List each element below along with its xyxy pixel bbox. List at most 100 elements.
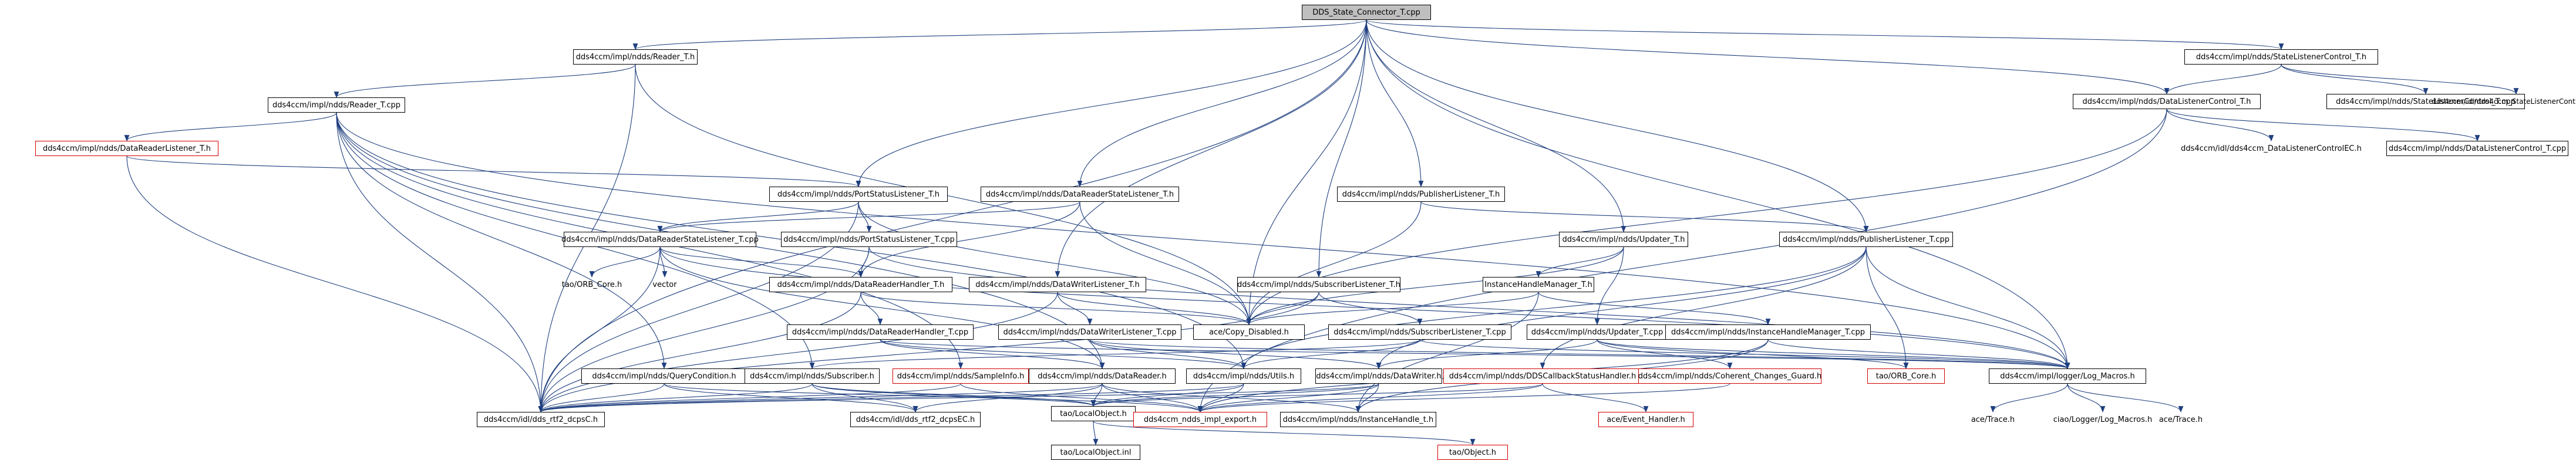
dependency-edge <box>880 339 2070 370</box>
graph-node-query-condition-header[interactable]: dds4ccm/impl/ndds/QueryCondition.h <box>581 368 747 384</box>
dependency-edge <box>1197 383 1379 413</box>
dependency-edge <box>1767 339 2070 370</box>
dependency-edge <box>1366 19 2284 50</box>
dependency-edge <box>1540 246 1867 370</box>
dependency-edge <box>1597 339 1733 370</box>
dependency-edge <box>336 112 2070 370</box>
dependency-edge <box>538 383 961 413</box>
dependency-edge <box>126 155 544 413</box>
graph-node-publisher-listener-header[interactable]: dds4ccm/impl/ndds/PublisherListener_T.h <box>1337 187 1505 202</box>
dependency-edge <box>1197 383 1730 413</box>
graph-node-publisher-listener-source[interactable]: dds4ccm/impl/ndds/PublisherListener_T.cp… <box>1779 232 1953 247</box>
graph-node-tao-local-object-header[interactable]: tao/LocalObject.h <box>1051 406 1136 421</box>
graph-node-subscriber-listener-source[interactable]: dds4ccm/impl/ndds/SubscriberListener_T.c… <box>1328 324 1511 340</box>
graph-node-utils-header[interactable]: dds4ccm/impl/ndds/Utils.h <box>1186 368 1301 384</box>
graph-node-data-reader-handler-header[interactable]: dds4ccm/impl/ndds/DataReaderHandler_T.h <box>769 277 952 292</box>
dependency-edge <box>1594 246 1624 326</box>
dependency-edge <box>1246 246 1624 326</box>
graph-node-updater-t-header[interactable]: dds4ccm/impl/ndds/Updater_T.h <box>1559 232 1688 247</box>
dependency-edge <box>1093 421 1476 446</box>
graph-node-instance-handle-t[interactable]: dds4ccm/impl/ndds/InstanceHandle_t.h <box>1280 412 1436 427</box>
graph-node-tao-local-object-inl[interactable]: tao/LocalObject.inl <box>1051 445 1140 460</box>
graph-node-state-listener-control-source[interactable]: dds4ccm/impl/ndds/StateListenerControl_T… <box>2326 94 2525 109</box>
dependency-edge <box>538 19 1367 413</box>
graph-node-subscriber-listener-header[interactable]: dds4ccm/impl/ndds/SubscriberListener_T.h <box>1237 277 1400 292</box>
graph-node-ace-trace-a[interactable]: ace/Trace.h <box>1971 415 2015 424</box>
graph-node-ciao-logger-log-macros[interactable]: ciao/Logger/Log_Macros.h <box>2053 415 2153 424</box>
dependency-edge <box>1055 19 1367 278</box>
graph-node-instance-handle-manager-source[interactable]: dds4ccm/impl/ndds/InstanceHandleManager_… <box>1665 324 1871 340</box>
dependency-edge <box>1077 19 1367 188</box>
graph-node-data-reader-header[interactable]: dds4ccm/impl/ndds/DataReader.h <box>1029 368 1176 384</box>
dependency-edge <box>856 19 1367 188</box>
graph-node-reader-t-source[interactable]: dds4ccm/impl/ndds/Reader_T.cpp <box>268 97 405 113</box>
graph-node-ace-trace-b[interactable]: ace/Trace.h <box>2159 415 2203 424</box>
graph-node-data-reader-state-listener-source[interactable]: dds4ccm/impl/ndds/DataReaderStateListene… <box>561 232 759 247</box>
graph-node-tao-orb-core-a[interactable]: tao/ORB_Core.h <box>561 280 622 289</box>
graph-node-dds-rtf2-dcpsc[interactable]: dds4ccm/idl/dds_rtf2_dcpsC.h <box>477 412 605 427</box>
dependency-edge <box>2166 109 2480 142</box>
graph-node-port-status-listener-header[interactable]: dds4ccm/impl/ndds/PortStatusListener_T.h <box>769 187 948 202</box>
dependency-edge <box>1538 292 1771 326</box>
dependency-edge <box>538 292 1319 413</box>
dependency-edge <box>880 339 1247 370</box>
graph-node-root-source-file[interactable]: DDS_State_Connector_T.cpp <box>1302 5 1431 20</box>
graph-node-data-reader-handler-source[interactable]: dds4ccm/impl/ndds/DataReaderHandler_T.cp… <box>787 324 974 340</box>
graph-node-state-listener-control-header[interactable]: dds4ccm/impl/ndds/StateListenerControl_T… <box>2184 49 2378 65</box>
dependency-edge <box>860 292 883 326</box>
graph-node-ndds-impl-export[interactable]: dds4ccm_ndds_impl_export.h <box>1133 412 1267 427</box>
graph-node-sample-info-header[interactable]: dds4ccm/impl/ndds/SampleInfo.h <box>893 368 1029 384</box>
graph-node-data-listener-control-ec[interactable]: dds4ccm/idl/dds4ccm_DataListenerControlE… <box>2181 144 2362 153</box>
graph-node-dds-callback-status-handler[interactable]: dds4ccm/impl/ndds/DDSCallbackStatusHandl… <box>1443 368 1642 384</box>
graph-node-data-writer-listener-source[interactable]: dds4ccm/impl/ndds/DataWriterListener_T.c… <box>998 324 1181 340</box>
graph-node-data-listener-control-source[interactable]: dds4ccm/impl/ndds/DataListenerControl_T.… <box>2386 141 2568 156</box>
dependency-edge <box>1366 19 1627 233</box>
dependency-edge <box>1419 339 2070 370</box>
dependency-edge <box>1420 201 1869 233</box>
dependency-edge <box>538 383 665 413</box>
dependency-edge <box>960 383 1203 413</box>
dependency-edge <box>858 201 1080 278</box>
graph-node-reader-t-header[interactable]: dds4ccm/impl/ndds/Reader_T.h <box>573 49 698 65</box>
dependency-edge <box>1366 19 2070 370</box>
graph-node-data-writer-header[interactable]: dds4ccm/impl/ndds/DataWriter.h <box>1315 368 1442 384</box>
dependency-edge <box>1536 246 1624 278</box>
graph-node-dds-rtf2-dcpsec[interactable]: dds4ccm/idl/dds_rtf2_dcpsEC.h <box>850 412 981 427</box>
graph-node-state-listener-control-ec[interactable]: dds4ccm/idl/dds4ccm_StateListenerControl… <box>2432 97 2576 106</box>
dependency-edge <box>1246 201 1422 326</box>
graph-node-data-reader-listener-header[interactable]: dds4ccm/impl/ndds/DataReaderListener_T.h <box>35 141 218 156</box>
dependency-edge <box>1246 292 1539 326</box>
dependency-edge <box>657 201 1080 233</box>
graph-node-ace-copy-disabled[interactable]: ace/Copy_Disabled.h <box>1193 324 1305 340</box>
graph-node-ace-event-handler[interactable]: ace/Event_Handler.h <box>1598 412 1693 427</box>
dependency-edge <box>2067 383 2106 413</box>
dependency-edge <box>1597 339 1909 370</box>
dependency-edge <box>538 292 861 413</box>
dependency-edge <box>1197 383 1543 413</box>
graph-node-port-status-listener-source[interactable]: dds4ccm/impl/ndds/PortStatusListener_T.c… <box>781 232 957 247</box>
graph-node-instance-handle-manager-header[interactable]: InstanceHandleManager_T.h <box>1483 277 1594 292</box>
dependency-edge <box>664 383 918 413</box>
dependency-edge <box>810 339 1420 370</box>
graph-node-data-writer-listener-header[interactable]: dds4ccm/impl/ndds/DataWriterListener_T.h <box>969 277 1146 292</box>
graph-node-tao-object-header[interactable]: tao/Object.h <box>1437 445 1508 460</box>
dependency-edge <box>124 112 337 142</box>
dependency-edge <box>1057 292 1093 326</box>
dependency-edge <box>1090 383 1244 407</box>
graph-node-log-macros-header[interactable]: dds4ccm/impl/logger/Log_Macros.h <box>1989 368 2146 384</box>
dependency-edge <box>1090 383 1379 407</box>
graph-node-coherent-changes-guard[interactable]: dds4ccm/impl/ndds/Coherent_Changes_Guard… <box>1638 368 1821 384</box>
dependency-edge <box>1246 19 1367 326</box>
dependency-edge <box>2281 64 2519 95</box>
graph-node-subscriber-header[interactable]: dds4ccm/impl/ndds/Subscriber.h <box>745 368 880 384</box>
graph-node-vector[interactable]: vector <box>652 280 677 289</box>
dependency-edge <box>589 246 661 278</box>
graph-node-tao-orb-core-b[interactable]: tao/ORB_Core.h <box>1867 368 1945 384</box>
dependency-edge <box>126 155 861 188</box>
graph-node-data-reader-state-listener-header[interactable]: dds4ccm/impl/ndds/DataReaderStateListene… <box>981 187 1179 202</box>
graph-node-data-listener-control-header[interactable]: dds4ccm/impl/ndds/DataListenerControl_T.… <box>2073 94 2261 109</box>
dependency-edge <box>1366 19 2170 95</box>
graph-node-updater-t-source[interactable]: dds4ccm/impl/ndds/Updater_T.cpp <box>1527 324 1668 340</box>
dependency-edge <box>336 112 544 413</box>
dependency-edge <box>1093 421 1099 446</box>
